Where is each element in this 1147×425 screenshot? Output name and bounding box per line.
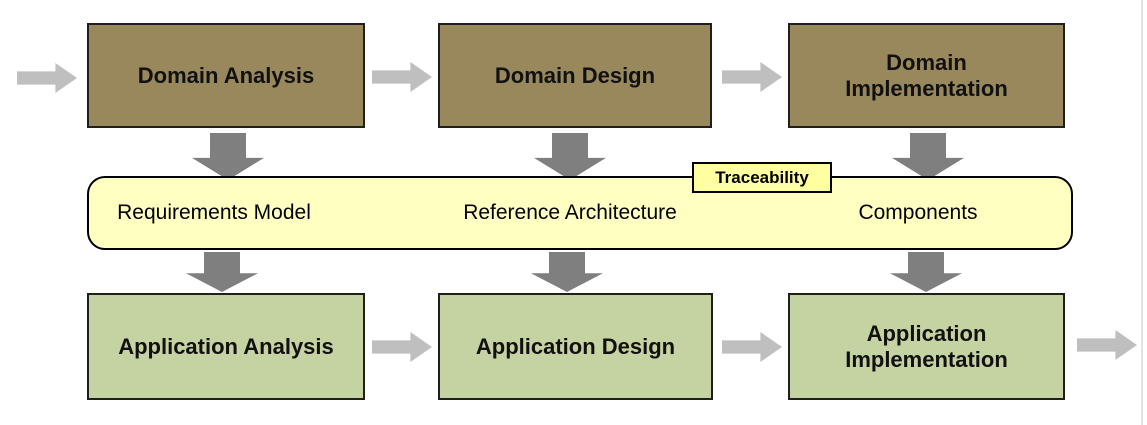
domain-implementation-label: Domain Implementation [845, 49, 1008, 101]
page-edge-line [1141, 0, 1143, 425]
arrow-band-to-application-implementation-icon [890, 252, 962, 292]
application-design-label: Application Design [475, 333, 676, 359]
domain-analysis-label: Domain Analysis [137, 62, 315, 88]
traceability-tag-label: Traceability [715, 167, 809, 187]
arrow-band-to-application-analysis-icon [186, 252, 258, 292]
components-label: Components [858, 201, 978, 224]
arrow-in-icon [17, 63, 77, 93]
arrow-domain-analysis-to-band-icon [192, 133, 264, 180]
arrow-domain-design-to-band-icon [534, 133, 606, 180]
traceability-band [87, 176, 1073, 250]
arrow-application-analysis-to-design-icon [372, 332, 432, 362]
application-design-box: Application Design [438, 293, 713, 400]
application-analysis-label: Application Analysis [118, 333, 334, 359]
arrow-domain-implementation-to-band-icon [892, 133, 964, 180]
arrow-application-design-to-implementation-icon [722, 332, 782, 362]
domain-design-box: Domain Design [438, 23, 712, 128]
traceability-tag: Traceability [692, 162, 832, 193]
arrow-domain-analysis-to-design-icon [372, 62, 432, 92]
requirements-model-label: Requirements Model [117, 201, 311, 224]
application-implementation-box: Application Implementation [788, 293, 1065, 400]
domain-design-label: Domain Design [494, 62, 656, 88]
domain-implementation-box: Domain Implementation [788, 23, 1065, 128]
arrow-band-to-application-design-icon [531, 252, 603, 292]
domain-analysis-box: Domain Analysis [87, 23, 365, 128]
application-analysis-box: Application Analysis [87, 293, 365, 400]
application-implementation-label: Application Implementation [845, 320, 1008, 372]
arrow-domain-design-to-implementation-icon [722, 62, 782, 92]
arrow-out-icon [1077, 330, 1137, 360]
reference-architecture-label: Reference Architecture [463, 201, 677, 224]
